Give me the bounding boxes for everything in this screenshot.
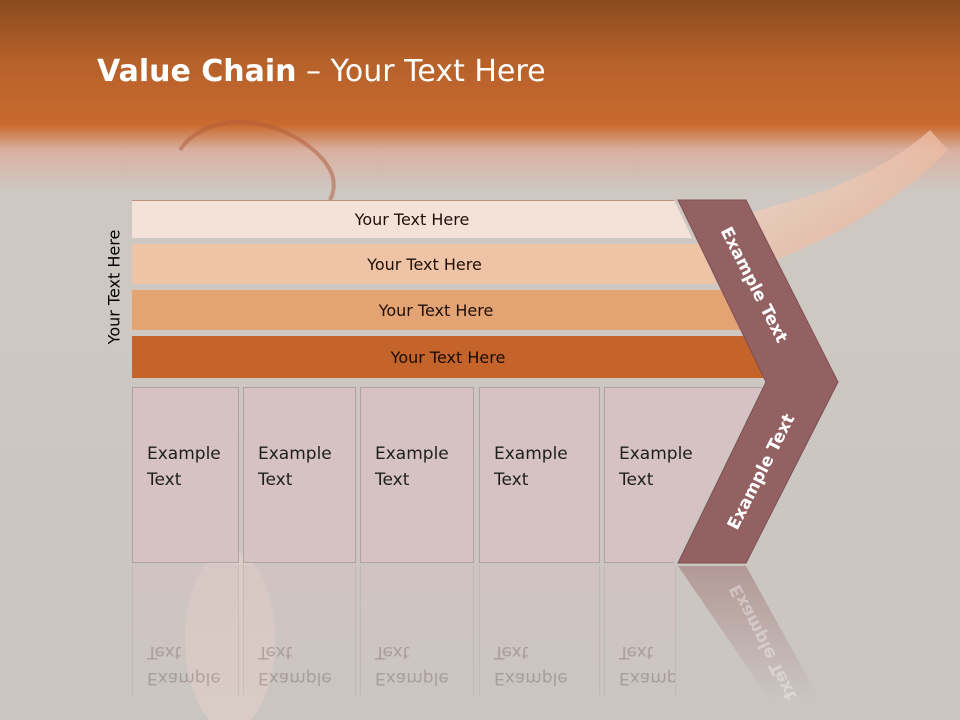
band-2-label: Your Text Here	[367, 254, 482, 274]
card-2-reflection: Example Text	[243, 565, 356, 695]
card-2: Example Text	[243, 387, 356, 563]
band-3-label: Your Text Here	[378, 300, 494, 320]
band-1-label: Your Text Here	[354, 210, 470, 229]
band-3: Your Text Here	[132, 290, 740, 330]
card-1-reflection: Example Text	[132, 565, 239, 695]
card-1: Example Text	[132, 387, 239, 563]
title-rest: – Your Text Here	[296, 54, 546, 89]
band-4-label: Your Text Here	[390, 347, 506, 367]
title-bold: Value Chain	[97, 54, 297, 89]
card-3-reflection: Example Text	[360, 565, 474, 695]
slide-title: Value Chain – Your Text Here	[97, 54, 546, 89]
card-3: Example Text	[360, 387, 474, 563]
card-5-reflection: Example Text	[604, 565, 676, 695]
card-4: Example Text	[479, 387, 600, 563]
band-2: Your Text Here	[132, 244, 717, 284]
band-4: Your Text Here	[132, 336, 764, 378]
band-1: Your Text Here	[132, 200, 692, 238]
card-4-reflection: Example Text	[479, 565, 600, 695]
